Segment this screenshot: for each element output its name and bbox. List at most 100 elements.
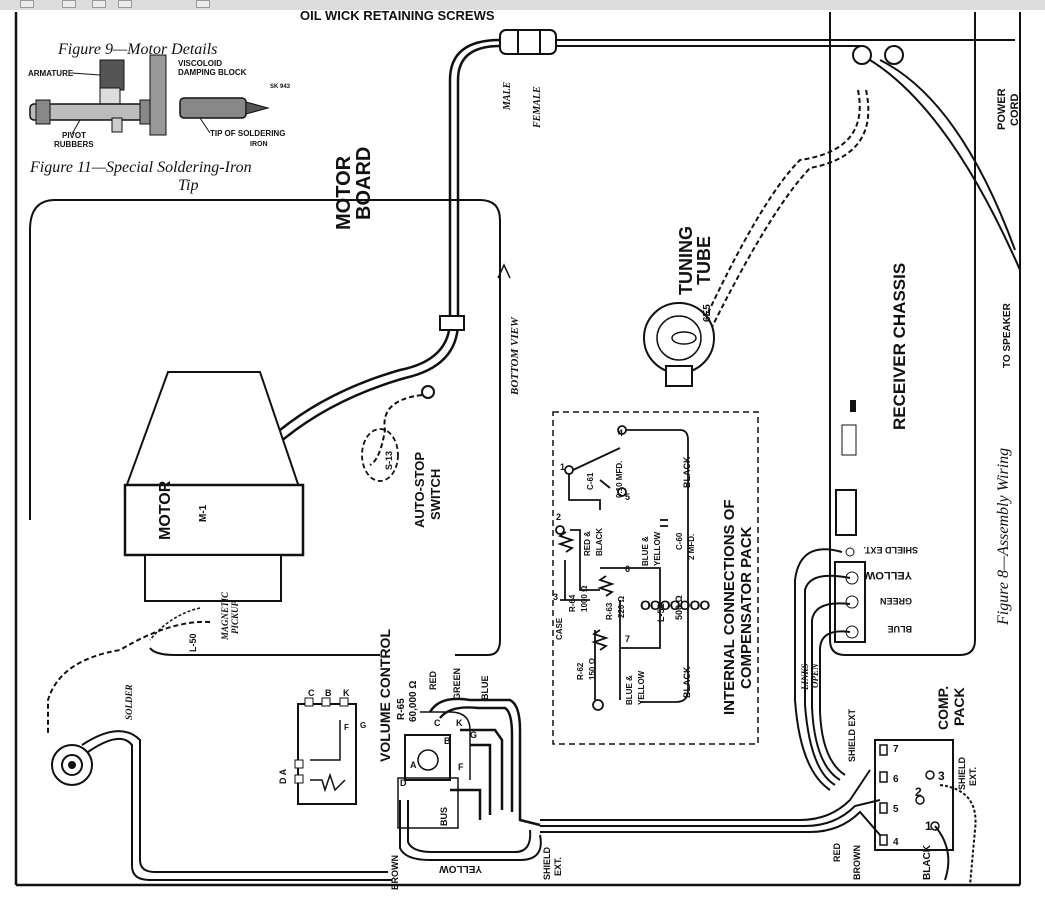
inset-term-b: B [325, 688, 332, 698]
grommet [852, 45, 872, 65]
brown-yellow-loop [399, 800, 542, 861]
shield-ext-label-4b: EXT. [553, 857, 563, 876]
receiver-chassis-label: RECEIVER CHASSIS [890, 263, 909, 430]
tuning-tube-label-2: TUBE [694, 236, 714, 285]
tuning-tube [643, 302, 715, 387]
inset-term-k: K [343, 688, 350, 698]
black-label-2: BLACK [682, 666, 692, 698]
r65-value: 60,000 Ω [408, 681, 419, 722]
comp-node-1: 1 [925, 819, 932, 833]
fig9-title: Figure 9—Motor Details [57, 41, 217, 58]
magnetic-pickup-label-1: MAGNETIC [220, 591, 230, 641]
toolbar-button[interactable] [92, 0, 106, 8]
toolbar-button[interactable] [20, 0, 34, 8]
armature-label: ARMATURE [28, 69, 74, 78]
vc-green-label: GREEN [452, 668, 462, 700]
vc-term-k: K [456, 718, 463, 728]
comp-node-6: 6 [893, 774, 899, 785]
solder-label: SOLDER [124, 684, 134, 720]
receiver-chassis-outline [829, 12, 976, 656]
terminal-strip [834, 547, 866, 643]
comp-node-5: 5 [893, 804, 899, 815]
grommet [884, 45, 904, 65]
male-label: MALE [502, 81, 513, 111]
comp-node-4: 4 [893, 837, 899, 848]
damping-block-label: DAMPING BLOCK [178, 68, 247, 77]
plug-connector [499, 29, 557, 55]
motor-board-label-2: BOARD [353, 147, 375, 220]
power-cord-label-2: CORD [1009, 94, 1021, 126]
motor-detail-drawing [29, 54, 270, 136]
node-4: 4 [618, 428, 623, 438]
toolbar-button[interactable] [196, 0, 210, 8]
blue-yellow-4: YELLOW [637, 670, 646, 705]
power-cord [555, 39, 1021, 271]
tuning-tube-label-1: TUNING [676, 226, 696, 295]
toolbar-button[interactable] [118, 0, 132, 8]
motor-board-outline [29, 199, 501, 656]
comp-pack-label-1: COMP. [935, 686, 951, 730]
vc-term-f: F [458, 762, 464, 772]
viscoloid-label: VISCOLOID [178, 59, 222, 68]
vc-term-g: G [470, 730, 477, 740]
blue-yellow-1: BLUE & [641, 536, 650, 566]
volume-harness [428, 697, 541, 827]
brown-label-right: BROWN [852, 845, 862, 880]
yellow-label-bottom: YELLOW [439, 863, 482, 874]
volume-control-inset [294, 697, 357, 805]
red-black-2: BLACK [595, 528, 604, 556]
magnetic-pickup-label-2: PICKUP [230, 600, 240, 634]
inset-term-f: F [344, 723, 349, 732]
top-strip-label: OIL WICK RETAINING SCREWS [300, 8, 495, 23]
comp-node-2: 2 [915, 785, 922, 799]
power-cord-label-1: POWER [996, 88, 1008, 130]
comp-node-3: 3 [938, 769, 945, 783]
chassis-cable [699, 89, 870, 336]
chassis-socket [835, 489, 857, 536]
r65-label: R-65 [396, 698, 407, 720]
tube-code-label: 6E5 [702, 304, 713, 322]
shield-ext-label-3b: EXT. [968, 767, 978, 786]
red-black-1: RED & [583, 531, 592, 556]
motor-cord [214, 38, 501, 489]
black-label-3: BLACK [922, 844, 933, 880]
case-label: CASE [555, 617, 564, 640]
r64-label: R-64 [568, 594, 577, 612]
figure-code-label: SK 943 [270, 84, 291, 90]
blue-label: BLUE [888, 624, 913, 634]
pivot-label: PIVOT [62, 131, 86, 140]
comp-pack [874, 739, 954, 851]
brown-label-left: BROWN [390, 855, 400, 890]
black-label-1: BLACK [682, 456, 692, 488]
vc-term-c: C [434, 718, 441, 728]
blue-yellow-2: YELLOW [653, 531, 662, 566]
vc-term-a: A [410, 760, 417, 770]
toolbar-button[interactable] [62, 0, 76, 8]
green-label: GREEN [880, 596, 912, 606]
vc-term-b: B [444, 736, 451, 746]
r63-label: R-63 [605, 602, 614, 620]
fig8-title: Figure 8—Assembly Wiring [995, 448, 1012, 626]
node-2: 2 [556, 512, 561, 522]
links-cable [794, 548, 851, 791]
shield-wire [939, 784, 977, 886]
vc-red-label: RED [428, 670, 438, 690]
iron-label: IRON [250, 141, 268, 148]
links-open-label-2: OPEN [810, 663, 820, 688]
node-1: 1 [560, 462, 565, 472]
internal-title-1: INTERNAL CONNECTIONS OF [721, 499, 738, 715]
c61-label: C-61 [586, 472, 595, 490]
l51-label: L-51 [656, 603, 666, 622]
internal-connections-box [552, 411, 759, 745]
node-7: 7 [625, 634, 630, 644]
vc-term-d: D [400, 778, 407, 788]
node-6: 6 [625, 564, 630, 574]
s13-label: S-13 [384, 451, 394, 470]
female-label: FEMALE [532, 86, 543, 129]
blue-yellow-3: BLUE & [625, 675, 634, 705]
fig11-tip: Tip [178, 177, 198, 194]
comp-pack-label-2: PACK [951, 687, 967, 726]
shield-ext-label-4a: SHIELD [542, 846, 552, 880]
bus-label: BUS [439, 807, 449, 826]
